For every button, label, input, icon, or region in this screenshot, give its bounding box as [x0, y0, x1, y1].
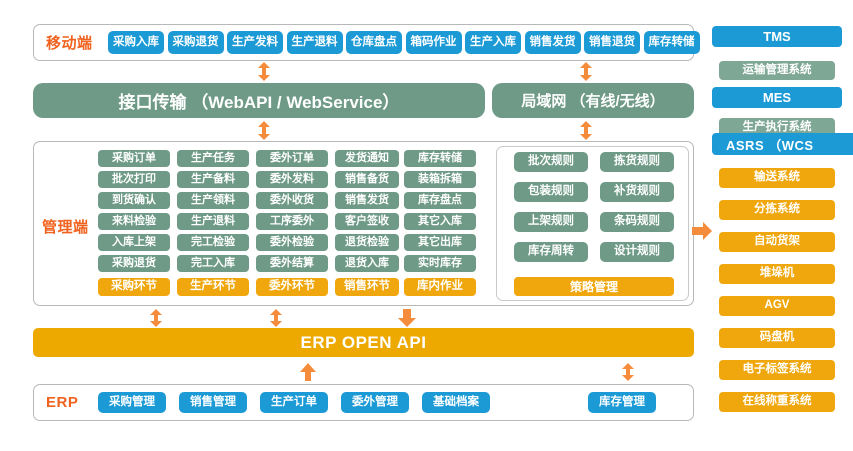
mobile-button-7[interactable]: 生产入库	[465, 31, 521, 54]
double-arrow-lan-to-management	[580, 121, 592, 140]
mobile-button-3[interactable]: 生产发料	[227, 31, 283, 54]
right-arrow-to-asrs	[692, 222, 712, 240]
management-stage-3[interactable]: 委外环节	[256, 278, 328, 296]
management-stage-2[interactable]: 生产环节	[177, 278, 249, 296]
asrs-subsystem-6[interactable]: 码盘机	[719, 328, 835, 348]
double-arrow-management-to-erpapi-2	[270, 309, 282, 327]
rule-module-r2-c2[interactable]: 补货规则	[600, 182, 674, 202]
management-module-c2-r1[interactable]: 生产任务	[177, 150, 249, 167]
management-terminal-label: 管理端	[42, 219, 89, 236]
double-arrow-management-to-erpapi-1	[150, 309, 162, 327]
double-arrow-mobile-to-api	[258, 62, 270, 81]
erp-button-3[interactable]: 生产订单	[260, 392, 328, 413]
erp-label: ERP	[46, 394, 79, 411]
management-module-c4-r5[interactable]: 退货检验	[335, 234, 399, 251]
rule-module-r4-c1[interactable]: 库存周转	[514, 242, 588, 262]
down-arrow-management-to-erpapi	[398, 309, 416, 327]
tms-header[interactable]: TMS	[712, 26, 842, 47]
interface-transport-bar: 接口传输 （WebAPI / WebService）	[33, 83, 485, 118]
rule-module-r1-c2[interactable]: 拣货规则	[600, 152, 674, 172]
double-arrow-erp-to-erpapi	[622, 363, 634, 381]
management-module-c5-r4[interactable]: 其它入库	[404, 213, 476, 230]
erp-inventory-button[interactable]: 库存管理	[588, 392, 656, 413]
mobile-button-1[interactable]: 采购入库	[108, 31, 164, 54]
management-module-c4-r3[interactable]: 销售发货	[335, 192, 399, 209]
management-module-c2-r6[interactable]: 完工入库	[177, 255, 249, 272]
management-module-c4-r2[interactable]: 销售备货	[335, 171, 399, 188]
tms-subsystem[interactable]: 运输管理系统	[719, 61, 835, 80]
management-module-c4-r6[interactable]: 退货入库	[335, 255, 399, 272]
asrs-header[interactable]: ASRS （WCS	[712, 133, 853, 155]
double-arrow-api-to-management	[258, 121, 270, 140]
erp-button-1[interactable]: 采购管理	[98, 392, 166, 413]
management-module-c3-r4[interactable]: 工序委外	[256, 213, 328, 230]
management-module-c5-r3[interactable]: 库存盘点	[404, 192, 476, 209]
asrs-subsystem-3[interactable]: 自动货架	[719, 232, 835, 252]
mes-subsystem[interactable]: 生产执行系统	[719, 118, 835, 137]
management-module-c4-r4[interactable]: 客户签收	[335, 213, 399, 230]
rule-module-r1-c1[interactable]: 批次规则	[514, 152, 588, 172]
management-module-c1-r5[interactable]: 入库上架	[98, 234, 170, 251]
management-module-c1-r3[interactable]: 到货确认	[98, 192, 170, 209]
mes-header[interactable]: MES	[712, 87, 842, 108]
management-module-c5-r6[interactable]: 实时库存	[404, 255, 476, 272]
asrs-subsystem-4[interactable]: 堆垛机	[719, 264, 835, 284]
management-module-c3-r1[interactable]: 委外订单	[256, 150, 328, 167]
erp-button-4[interactable]: 委外管理	[341, 392, 409, 413]
management-module-c1-r6[interactable]: 采购退货	[98, 255, 170, 272]
mobile-button-8[interactable]: 销售发货	[524, 31, 581, 54]
rule-module-r4-c2[interactable]: 设计规则	[600, 242, 674, 262]
management-stage-1[interactable]: 采购环节	[98, 278, 170, 296]
mobile-button-6[interactable]: 箱码作业	[405, 31, 462, 54]
rule-module-r3-c1[interactable]: 上架规则	[514, 212, 588, 232]
management-module-c1-r1[interactable]: 采购订单	[98, 150, 170, 167]
asrs-subsystem-5[interactable]: AGV	[719, 296, 835, 316]
mobile-button-10[interactable]: 库存转储	[643, 31, 700, 54]
erp-open-api-bar: ERP OPEN API	[33, 328, 694, 357]
management-module-c3-r5[interactable]: 委外检验	[256, 234, 328, 251]
lan-bar: 局域网 （有线/无线）	[492, 83, 694, 118]
double-arrow-mobile-to-lan	[580, 62, 592, 81]
asrs-subsystem-1[interactable]: 输送系统	[719, 168, 835, 188]
mobile-button-2[interactable]: 采购退货	[167, 31, 224, 54]
mobile-button-9[interactable]: 销售退货	[584, 31, 640, 54]
management-module-c5-r1[interactable]: 库存转储	[404, 150, 476, 167]
up-arrow-erp-to-erpapi	[300, 363, 316, 381]
management-module-c1-r2[interactable]: 批次打印	[98, 171, 170, 188]
management-module-c3-r2[interactable]: 委外发料	[256, 171, 328, 188]
asrs-subsystem-7[interactable]: 电子标签系统	[719, 360, 835, 380]
asrs-subsystem-8[interactable]: 在线称重系统	[719, 392, 835, 412]
mobile-terminal-label: 移动端	[46, 35, 93, 52]
management-module-c2-r3[interactable]: 生产领料	[177, 192, 249, 209]
rule-module-r3-c2[interactable]: 条码规则	[600, 212, 674, 232]
management-module-c3-r6[interactable]: 委外结算	[256, 255, 328, 272]
mobile-button-5[interactable]: 仓库盘点	[346, 31, 402, 54]
management-stage-5[interactable]: 库内作业	[404, 278, 476, 296]
management-module-c1-r4[interactable]: 来料检验	[98, 213, 170, 230]
mobile-button-4[interactable]: 生产退料	[286, 31, 343, 54]
management-module-c5-r5[interactable]: 其它出库	[404, 234, 476, 251]
management-module-c2-r4[interactable]: 生产退料	[177, 213, 249, 230]
erp-button-5[interactable]: 基础档案	[422, 392, 490, 413]
erp-button-2[interactable]: 销售管理	[179, 392, 247, 413]
management-module-c5-r2[interactable]: 装箱拆箱	[404, 171, 476, 188]
management-module-c3-r3[interactable]: 委外收货	[256, 192, 328, 209]
asrs-subsystem-2[interactable]: 分拣系统	[719, 200, 835, 220]
management-module-c2-r2[interactable]: 生产备料	[177, 171, 249, 188]
rule-module-r2-c1[interactable]: 包装规则	[514, 182, 588, 202]
management-stage-4[interactable]: 销售环节	[335, 278, 399, 296]
strategy-management-footer[interactable]: 策略管理	[514, 277, 674, 296]
management-module-c2-r5[interactable]: 完工检验	[177, 234, 249, 251]
management-module-c4-r1[interactable]: 发货通知	[335, 150, 399, 167]
